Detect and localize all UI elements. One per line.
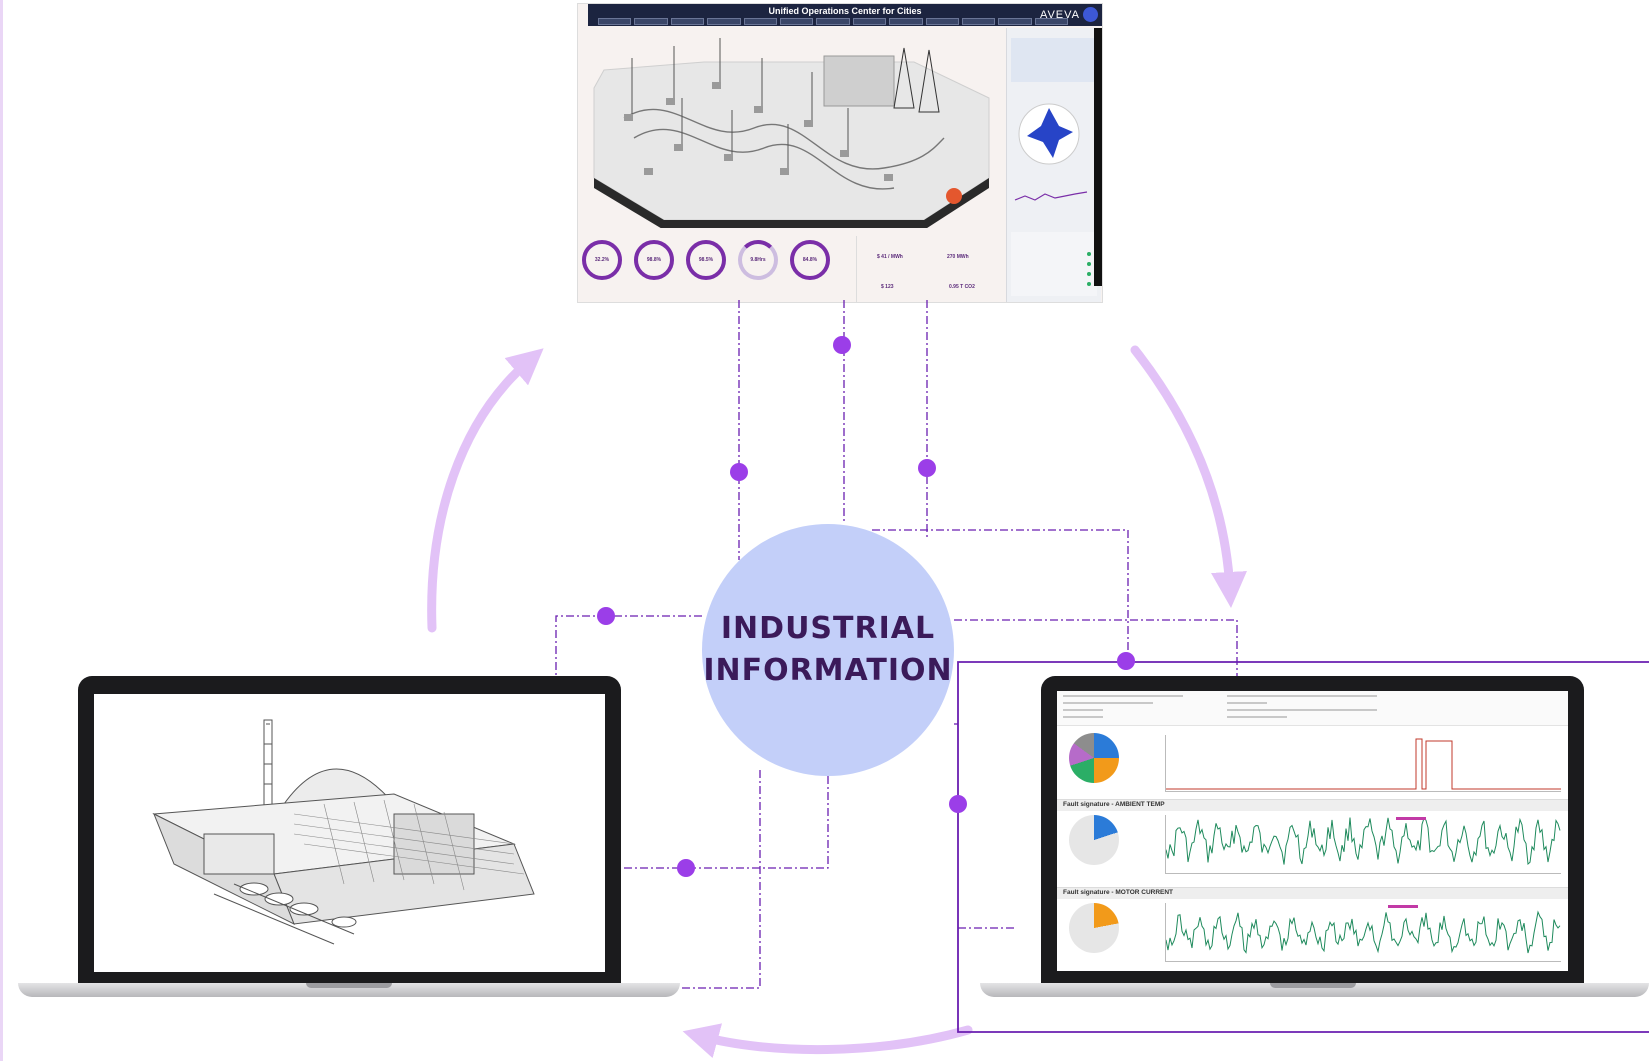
ambient-temp-trace [1165, 815, 1561, 874]
arrow-bottom-left [682, 1023, 973, 1059]
gauge-energy-availability: 98.5% [686, 240, 726, 280]
dashboard-title: Unified Operations Center for Cities [768, 6, 922, 16]
gauge-time-availability: 98.8% [634, 240, 674, 280]
dashboard-right-edge [1094, 28, 1102, 286]
hub-label-line-2: INFORMATION [703, 653, 953, 688]
donut-chart-motor-current [1069, 903, 1119, 953]
aveva-logo: AVEVA [1039, 9, 1080, 21]
kpi-gauges: 32.2% 98.8% 98.5% 9.8Hrs 84.8% [578, 236, 848, 302]
wind-farm-isometric-view [593, 38, 990, 228]
node-left [597, 607, 615, 625]
gauge-grid-availability: 84.8% [790, 240, 830, 280]
kpi-environmental-benefit: 0.95 T CO2 [949, 284, 975, 290]
node-top-left [730, 463, 748, 481]
gauge-mtbf: 9.8Hrs [738, 240, 778, 280]
industrial-information-hub: INDUSTRIAL INFORMATION [702, 524, 954, 776]
maintenance-info-header [1057, 691, 1568, 726]
plant-3d-model-sketch [152, 719, 535, 945]
dashboard-tabs [598, 18, 1069, 25]
dashboard-side-panel [1006, 28, 1101, 302]
arrow-up-left [427, 348, 544, 633]
kpi-energy-generated: 270 MWh [947, 254, 969, 260]
kpi-revenue-change: $ 123 [881, 284, 894, 290]
left-laptop-base [18, 983, 680, 997]
donut-chart-overview [1069, 733, 1119, 783]
node-top-center [833, 336, 851, 354]
node-top-right [918, 459, 936, 477]
left-laptop-screen [94, 694, 605, 972]
donut-chart-ambient-temp [1069, 815, 1119, 865]
kpi-lcoe: $ 41 / MWh [877, 254, 903, 260]
fault-signature-ambient-temp-bar: Fault signature - AMBIENT TEMP [1057, 799, 1568, 811]
globe-icon [1083, 7, 1098, 22]
motor-current-trace [1165, 903, 1561, 962]
status-step-plot [1165, 735, 1561, 792]
dashboard-title-bar: Unified Operations Center for Cities AVE… [588, 4, 1102, 26]
right-laptop-screen: Fault signature - AMBIENT TEMP Fault sig… [1057, 691, 1568, 971]
node-bottom [677, 859, 695, 877]
fault-signature-motor-current-bar: Fault signature - MOTOR CURRENT [1057, 887, 1568, 899]
hub-label-line-1: INDUSTRIAL [720, 611, 936, 646]
connector-nodes [597, 336, 1135, 877]
right-laptop-highlight-frame [957, 661, 1649, 1033]
left-laptop-notch [306, 983, 392, 988]
right-laptop-notch [1270, 983, 1356, 988]
left-edge-border [0, 0, 3, 1061]
arrow-down-right [1130, 345, 1247, 608]
kpi-panel: $ 41 / MWh 270 MWh $ 123 0.95 T CO2 [856, 236, 1005, 302]
operations-dashboard-screenshot: Unified Operations Center for Cities AVE… [578, 4, 1102, 302]
gauge-plant-load-factor: 32.2% [582, 240, 622, 280]
node-right-frame-left [949, 795, 967, 813]
right-laptop-base [980, 983, 1649, 997]
node-right-frame-top [1117, 652, 1135, 670]
